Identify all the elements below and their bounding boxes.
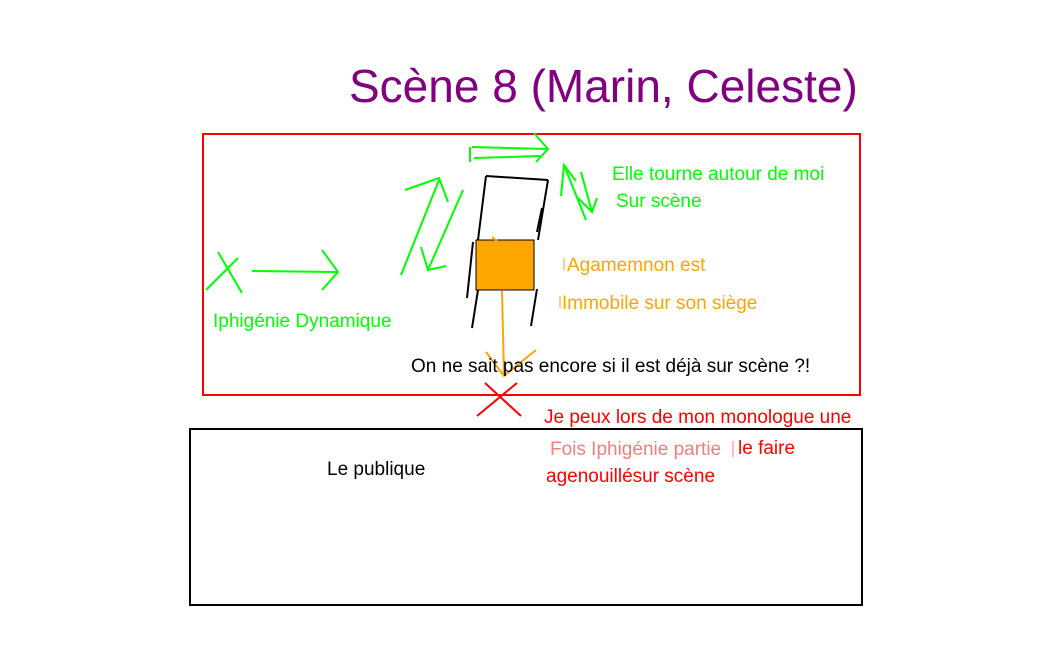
note-unknown: On ne sait pas encore si il est déjà sur… <box>411 356 811 377</box>
note-tourne-line2: Sur scène <box>616 191 702 212</box>
note-tourne-line1: Elle tourne autour de moi <box>612 164 825 185</box>
audience-label: Le publique <box>327 459 426 480</box>
iphigenie-x-mark <box>205 251 243 294</box>
note-monologue-line2b: le faire <box>738 438 796 459</box>
page-title: Scène 8 (Marin, Celeste) <box>349 60 858 112</box>
note-monologue-line1: Je peux lors de mon monologue une <box>544 407 852 428</box>
audience-rectangle <box>189 428 863 606</box>
agamemnon-square <box>475 239 535 291</box>
orange-down-arrow <box>485 290 537 378</box>
top-arrow <box>469 132 550 163</box>
note-agamemnon-line2: Immobile sur son siège <box>562 293 758 314</box>
note-agamemnon-line1: Agamemnon est <box>567 255 706 276</box>
note-monologue-line2a: Fois Iphigénie partie <box>550 439 722 460</box>
right-arrow <box>251 249 340 291</box>
note-monologue-line3: agenouillésur scène <box>546 466 716 487</box>
red-x-mark <box>476 382 522 417</box>
right-double-arrow <box>560 162 598 221</box>
note-iphigenie: Iphigénie Dynamique <box>213 311 392 332</box>
stage-rectangle <box>202 133 861 396</box>
chair-drawing <box>466 175 549 329</box>
diagonal-double-arrow <box>400 176 464 276</box>
